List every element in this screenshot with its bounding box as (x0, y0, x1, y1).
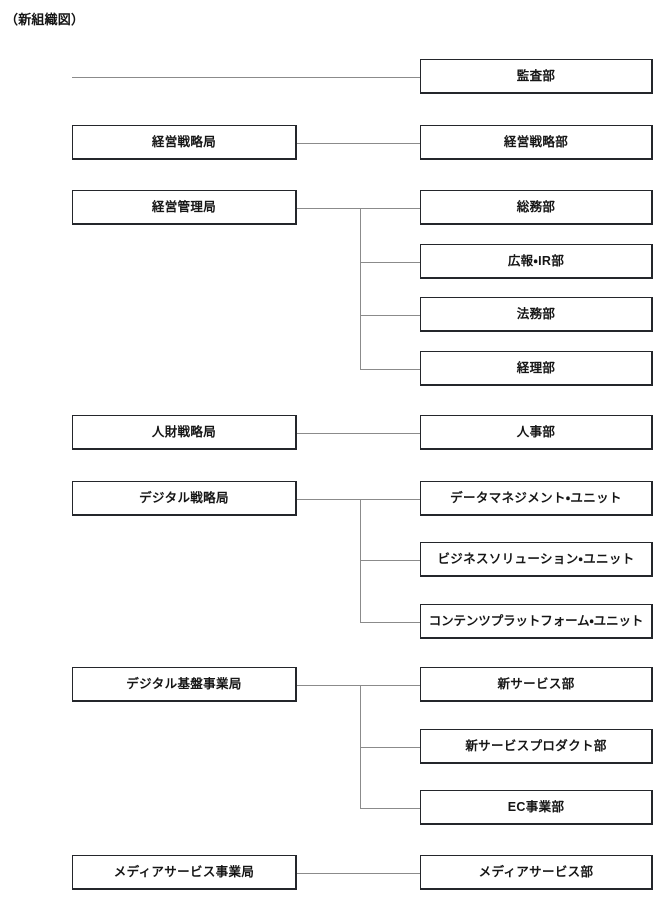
connector-content-platform-unit-branch (360, 621, 420, 623)
org-box-label-digital-strategy-bureau: デジタル戦略局 (139, 490, 229, 505)
page-title: （新組織図） (5, 12, 85, 27)
connector-media-service-dept-branch (297, 872, 420, 874)
org-box-media-service-dept[interactable]: メディアサービス部 (420, 855, 653, 890)
org-box-management-administration-bureau[interactable]: 経営管理局 (72, 190, 297, 225)
org-box-pr-ir-dept[interactable]: 広報・IR部 (420, 244, 653, 279)
org-box-label-business-solution-unit: ビジネスソリューション・ユニット (437, 551, 635, 566)
connector-ec-business-dept-branch (360, 807, 420, 809)
org-box-ec-business-dept[interactable]: EC事業部 (420, 790, 653, 825)
connector-general-affairs-dept-branch (360, 207, 420, 209)
connector-digital-infrastructure-business-trunk (360, 684, 361, 808)
org-box-management-strategy-bureau[interactable]: 経営戦略局 (72, 125, 297, 160)
org-box-label-media-service-business-bureau: メディアサービス事業局 (113, 864, 255, 879)
org-box-data-management-unit[interactable]: データマネジメント・ユニット (420, 481, 653, 516)
org-box-human-capital-strategy-bureau[interactable]: 人財戦略局 (72, 415, 297, 450)
connector-management-administration-stem (297, 207, 360, 209)
org-box-new-service-product-dept[interactable]: 新サービスプロダクト部 (420, 729, 653, 764)
org-box-accounting-dept[interactable]: 経理部 (420, 351, 653, 386)
org-box-media-service-business-bureau[interactable]: メディアサービス事業局 (72, 855, 297, 890)
org-box-management-strategy-dept[interactable]: 経営戦略部 (420, 125, 653, 160)
connector-pr-ir-dept-branch (360, 261, 420, 263)
org-box-audit-dept[interactable]: 監査部 (420, 59, 653, 94)
connector-business-solution-unit-branch (360, 559, 420, 561)
org-box-label-data-management-unit: データマネジメント・ユニット (450, 490, 622, 505)
connector-legal-dept-branch (360, 314, 420, 316)
connector-data-management-unit-branch (360, 498, 420, 500)
connector-accounting-dept-branch (360, 368, 420, 370)
connector-new-service-product-dept-branch (360, 746, 420, 748)
org-box-label-hr-dept: 人事部 (516, 424, 556, 439)
org-box-label-pr-ir-dept: 広報・IR部 (507, 253, 565, 268)
org-box-label-accounting-dept: 経理部 (516, 360, 556, 375)
org-box-legal-dept[interactable]: 法務部 (420, 297, 653, 332)
org-box-label-management-strategy-bureau: 経営戦略局 (151, 134, 217, 149)
org-box-digital-strategy-bureau[interactable]: デジタル戦略局 (72, 481, 297, 516)
org-box-label-new-service-dept: 新サービス部 (497, 676, 575, 691)
org-box-business-solution-unit[interactable]: ビジネスソリューション・ユニット (420, 542, 653, 577)
org-box-label-management-administration-bureau: 経営管理局 (151, 199, 217, 214)
org-box-label-media-service-dept: メディアサービス部 (478, 864, 594, 879)
org-box-digital-infrastructure-business-bureau[interactable]: デジタル基盤事業局 (72, 667, 297, 702)
org-box-general-affairs-dept[interactable]: 総務部 (420, 190, 653, 225)
connector-management-strategy-dept-branch (297, 142, 420, 144)
org-box-label-audit-dept: 監査部 (516, 68, 556, 83)
org-box-label-content-platform-unit: コンテンツプラットフォーム・ユニット (428, 613, 644, 628)
connector-audit-dept-branch (72, 76, 420, 78)
org-box-label-new-service-product-dept: 新サービスプロダクト部 (465, 738, 607, 753)
connector-digital-infrastructure-business-stem (297, 684, 360, 686)
org-box-content-platform-unit[interactable]: コンテンツプラットフォーム・ユニット (420, 604, 653, 639)
connector-hr-dept-branch (297, 432, 420, 434)
org-box-label-legal-dept: 法務部 (516, 306, 556, 321)
org-box-label-general-affairs-dept: 総務部 (516, 199, 556, 214)
org-box-new-service-dept[interactable]: 新サービス部 (420, 667, 653, 702)
connector-new-service-dept-branch (360, 684, 420, 686)
org-box-label-digital-infrastructure-business-bureau: デジタル基盤事業局 (126, 676, 242, 691)
org-box-hr-dept[interactable]: 人事部 (420, 415, 653, 450)
connector-management-administration-trunk (360, 207, 361, 369)
org-box-label-management-strategy-dept: 経営戦略部 (503, 134, 569, 149)
org-box-label-human-capital-strategy-bureau: 人財戦略局 (151, 424, 217, 439)
connector-digital-strategy-stem (297, 498, 360, 500)
org-box-label-ec-business-dept: EC事業部 (507, 799, 565, 814)
